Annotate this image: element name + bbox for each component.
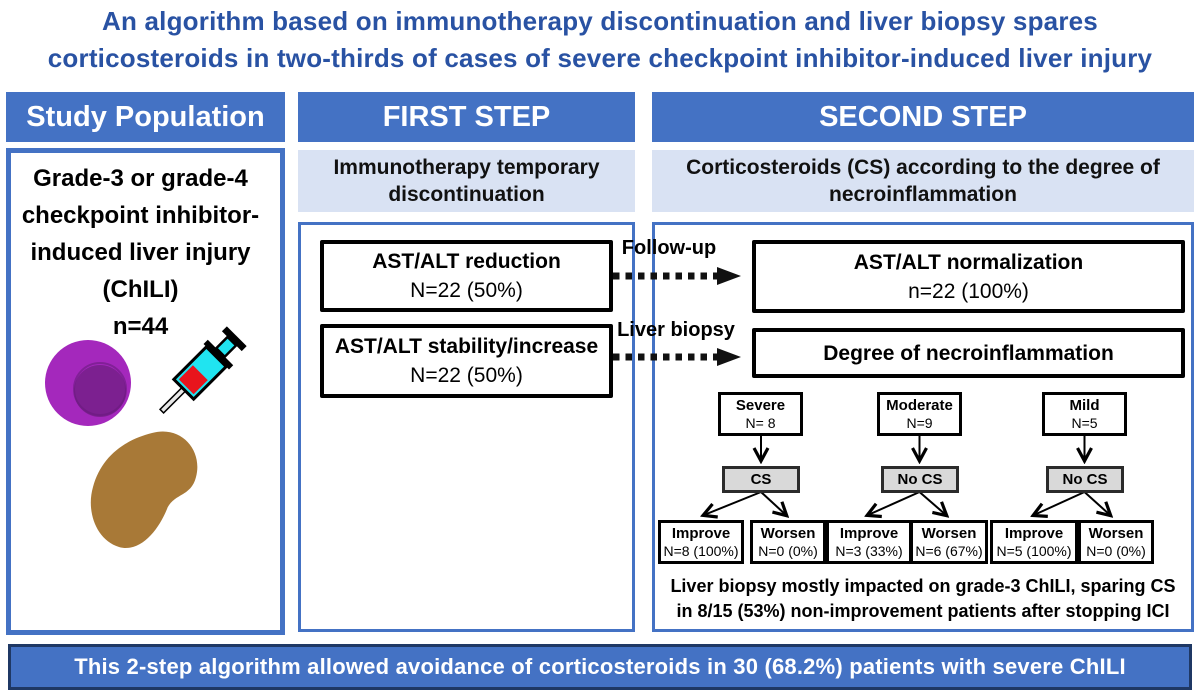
severity-box-severe: Severe N= 8 — [718, 392, 803, 436]
outcome-value: N=3 (33%) — [835, 542, 903, 559]
figure-title: An algorithm based on immunotherapy disc… — [47, 6, 1153, 73]
severity-n: N=5 — [1071, 414, 1098, 431]
outcome-box-improve: Improve N=8 (100%) — [658, 520, 744, 564]
box-label: AST/ALT reduction — [372, 250, 561, 273]
outcome-label: Worsen — [921, 524, 977, 542]
ast-alt-stability-box: AST/ALT stability/increase N=22 (50%) — [320, 324, 613, 398]
severity-n: N=9 — [906, 414, 933, 431]
conclusion-banner: This 2-step algorithm allowed avoidance … — [8, 644, 1192, 690]
ast-alt-reduction-box: AST/ALT reduction N=22 (50%) — [320, 240, 613, 312]
liver-icon — [90, 431, 198, 549]
conclusion-text: This 2-step algorithm allowed avoidance … — [74, 654, 1126, 679]
liver-biopsy-label: Liver biopsy — [617, 319, 735, 341]
outcome-value: N=0 (0%) — [1086, 542, 1146, 559]
outcome-label: Improve — [1004, 524, 1064, 542]
follow-up-arrow — [613, 267, 741, 285]
syringe-icon — [158, 326, 247, 415]
severity-label: Mild — [1069, 396, 1100, 414]
study-population-header: Study Population — [6, 92, 285, 142]
first-step-header: FIRST STEP — [298, 92, 635, 142]
outcome-box-worsen: Worsen N=6 (67%) — [910, 520, 988, 564]
outcome-value: N=8 (100%) — [663, 542, 739, 559]
second-step-subtitle: Corticosteroids (CS) according to the de… — [652, 150, 1194, 212]
study-population-description: Grade-3 or grade-4 checkpoint inhibitor-… — [21, 165, 260, 340]
outcome-label: Improve — [839, 524, 899, 542]
outcome-label: Worsen — [1088, 524, 1144, 542]
box-label: AST/ALT normalization — [853, 250, 1084, 274]
box-value: N=22 (50%) — [410, 364, 523, 387]
outcome-value: N=0 (0%) — [758, 542, 818, 559]
outcome-box-improve: Improve N=5 (100%) — [990, 520, 1078, 564]
liver-biopsy-arrow — [613, 348, 741, 366]
treatment-box-no-cs: No CS — [1046, 466, 1124, 493]
treatment-box-no-cs: No CS — [881, 466, 959, 493]
box-label: Degree of necroinflammation — [823, 341, 1114, 365]
second-step-note: Liver biopsy mostly impacted on grade-3 … — [670, 576, 1176, 621]
outcome-box-worsen: Worsen N=0 (0%) — [1078, 520, 1154, 564]
outcome-box-improve: Improve N=3 (33%) — [826, 520, 912, 564]
follow-up-label: Follow-up — [621, 237, 717, 259]
outcome-value: N=6 (67%) — [915, 542, 983, 559]
severity-label: Moderate — [886, 396, 953, 414]
severity-label: Severe — [735, 396, 786, 414]
severity-box-moderate: Moderate N=9 — [877, 392, 962, 436]
outcome-value: N=5 (100%) — [996, 542, 1072, 559]
outcome-label: Improve — [671, 524, 731, 542]
outcome-label: Worsen — [760, 524, 816, 542]
box-value: N=22 (50%) — [410, 279, 523, 302]
first-step-subtitle: Immunotherapy temporary discontinuation — [298, 150, 635, 212]
treatment-box-cs: CS — [722, 466, 800, 493]
second-step-header: SECOND STEP — [652, 92, 1194, 142]
box-label: AST/ALT stability/increase — [334, 335, 599, 358]
severity-n: N= 8 — [745, 414, 776, 431]
degree-necroinflammation-box: Degree of necroinflammation — [752, 328, 1185, 378]
box-value: n=22 (100%) — [908, 279, 1029, 303]
severity-box-mild: Mild N=5 — [1042, 392, 1127, 436]
cell-icon — [45, 340, 131, 426]
outcome-box-worsen: Worsen N=0 (0%) — [750, 520, 826, 564]
ast-alt-normalization-box: AST/ALT normalization n=22 (100%) — [752, 240, 1185, 313]
